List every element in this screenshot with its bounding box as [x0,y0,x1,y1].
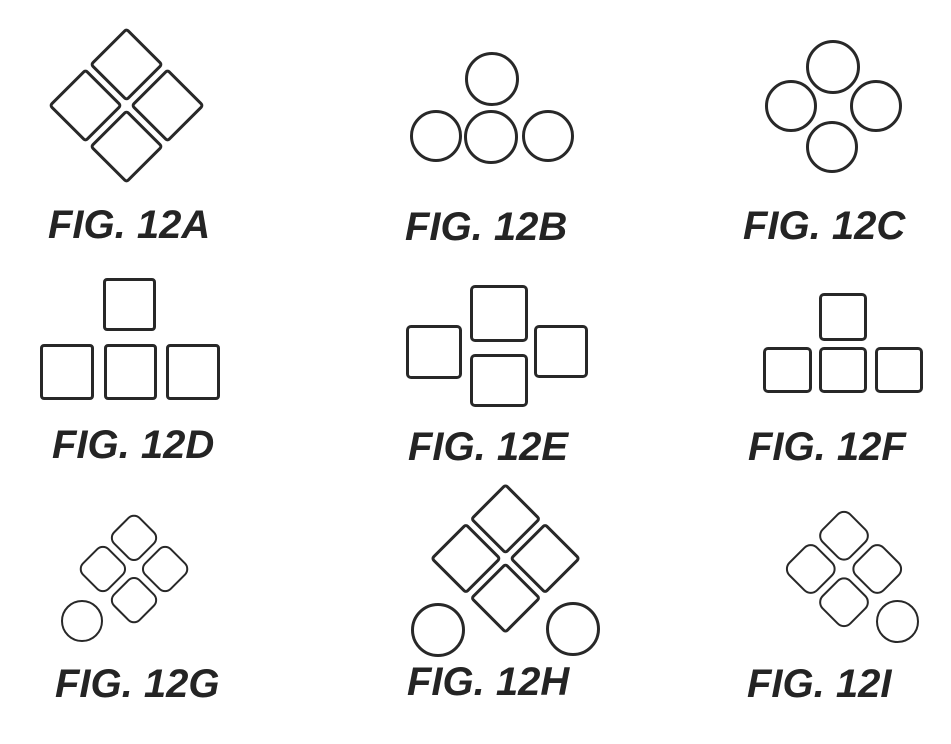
circle [465,52,519,106]
square [40,344,94,400]
circle [876,600,919,643]
figure-12e-label: FIG. 12E [408,425,569,469]
circle [522,110,574,162]
square [104,344,157,400]
circle [411,603,465,657]
figure-12a-drawing [48,27,205,184]
circle [806,40,860,94]
figure-12g-label: FIG. 12G [55,662,220,706]
circle [61,600,103,642]
circle [765,80,817,132]
figure-12c-label: FIG. 12C [743,204,906,248]
figure-12i-label: FIG. 12I [747,662,892,706]
figure-12a-label: FIG. 12A [48,203,211,247]
square [763,347,812,393]
square [166,344,220,400]
square [534,325,588,378]
square [470,285,528,342]
circle [464,110,518,164]
square [470,354,528,407]
circle [850,80,902,132]
figure-12b-label: FIG. 12B [405,205,568,249]
square [406,325,462,379]
figure-12h-label: FIG. 12H [407,660,570,704]
square [103,278,156,331]
square [875,347,923,393]
square [819,347,867,393]
figure-12f-label: FIG. 12F [748,425,906,469]
circle [546,602,600,656]
figure-12d-label: FIG. 12D [52,423,215,467]
circle [410,110,462,162]
circle [806,121,858,173]
square [819,293,867,341]
